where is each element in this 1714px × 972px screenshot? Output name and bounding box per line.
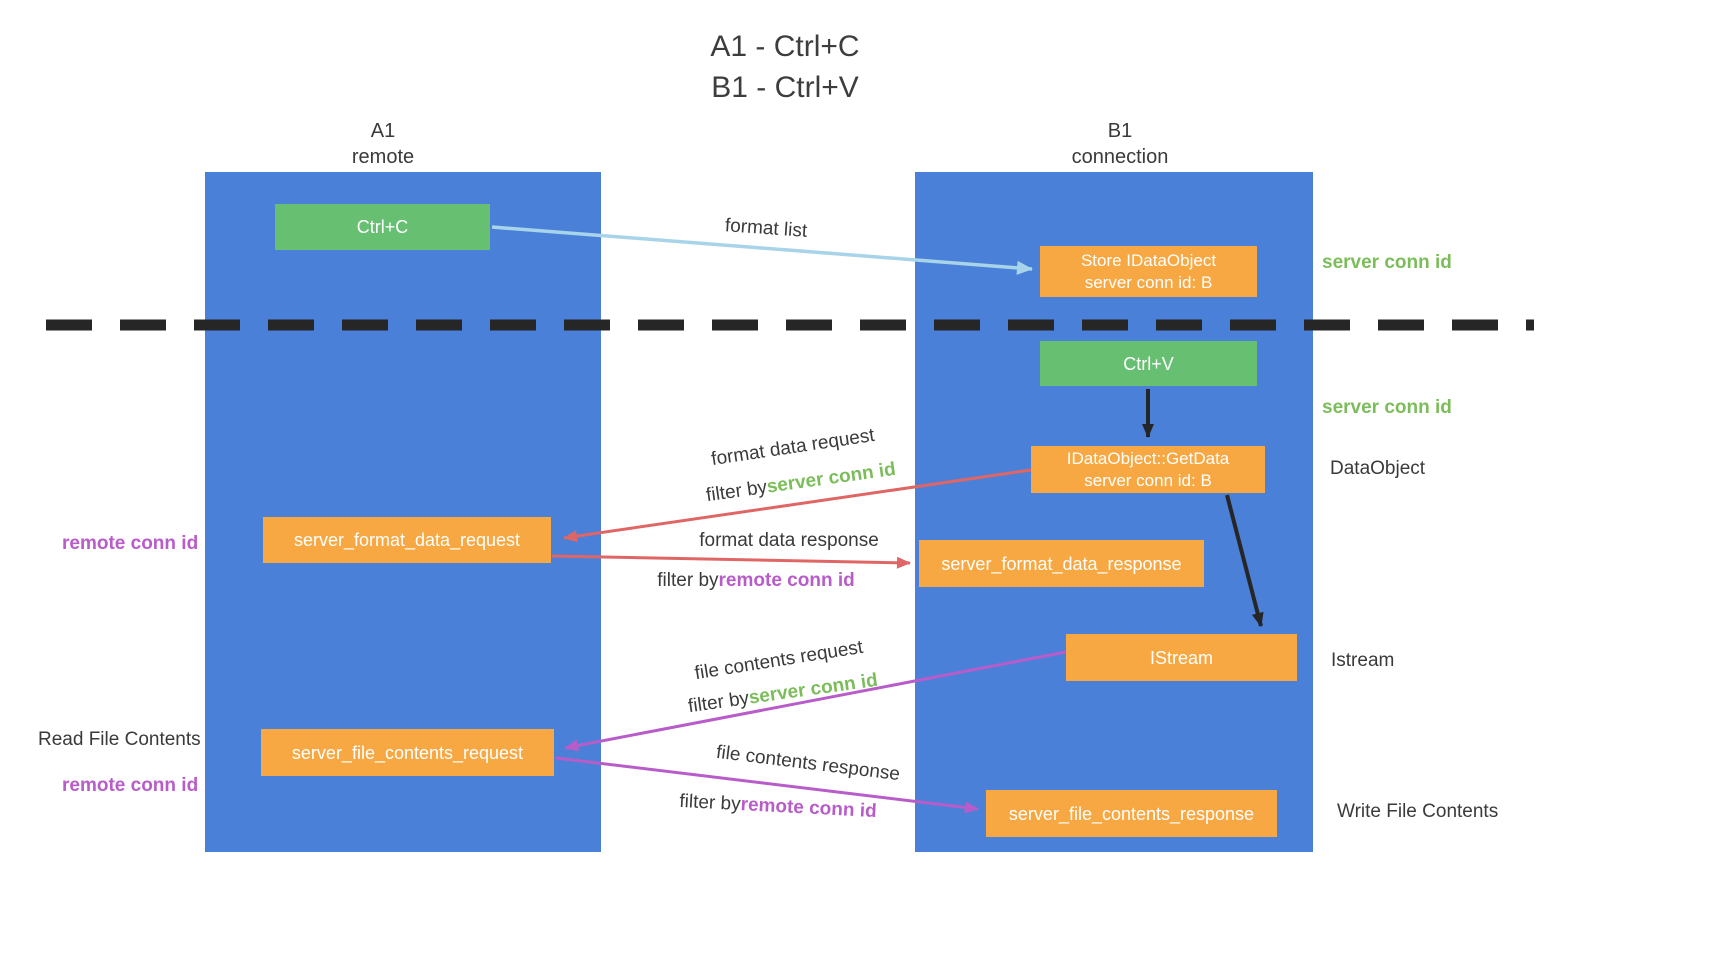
filter-by-text-4: filter by [678,790,742,816]
server-conn-id-text-1: server conn id [765,458,898,498]
remote-conn-id-text-2: remote conn id [740,794,878,823]
node-idataobject-getdata: IDataObject::GetData server conn id: B [1031,446,1265,493]
node-istream: IStream [1066,634,1297,681]
node-server-file-contents-request: server_file_contents_request [261,729,554,776]
label-filter-by-remote-conn-id-1: filter byremote conn id [657,570,854,592]
node-store-idataobject-line1: Store IDataObject [1080,250,1217,270]
annotation-remote-conn-id-1: remote conn id [62,533,199,554]
lane-label-b1: B1 connection [1020,118,1220,170]
node-server-file-contents-request-label: server_file_contents_request [291,742,524,763]
annotation-remote-conn-id-2: remote conn id [62,775,199,796]
node-server-format-data-request-label: server_format_data_request [293,530,521,550]
node-ctrl-c-label: Ctrl+C [356,217,409,237]
filter-by-text-1: filter by [704,476,769,507]
title-line-2: B1 - Ctrl+V [711,71,859,104]
annotation-read-file-contents: Read File Contents [38,729,201,750]
node-server-file-contents-response: server_file_contents_response [986,790,1277,837]
lane-b1-name: B1 [1107,120,1133,142]
remote-conn-id-text-1: remote conn id [718,570,855,591]
node-server-format-data-response: server_format_data_response [919,540,1204,587]
lane-b1-sub: connection [1071,146,1169,168]
label-file-contents-response: file contents response [715,741,902,786]
annotation-istream: Istream [1331,650,1395,671]
node-getdata-line1: IDataObject::GetData [1066,448,1230,468]
node-store-idataobject-line2: server conn id: B [1084,272,1213,292]
node-server-format-data-response-label: server_format_data_response [941,553,1182,574]
annotation-write-file-contents: Write File Contents [1337,801,1499,822]
node-ctrl-c: Ctrl+C [275,204,490,250]
annotation-server-conn-id-2: server conn id [1322,397,1452,418]
diagram-title: A1 - Ctrl+C B1 - Ctrl+V [585,26,985,108]
server-conn-id-text-2: server conn id [747,669,880,709]
annotation-dataobject: DataObject [1330,458,1426,479]
node-ctrl-v-label: Ctrl+V [1123,353,1174,374]
node-istream-label: IStream [1149,647,1214,668]
filter-by-text-3: filter by [686,687,751,718]
title-line-1: A1 - Ctrl+C [710,30,860,63]
arrow-format-data-response [551,554,911,569]
annotation-server-conn-id-1: server conn id [1322,252,1452,273]
label-format-list: format list [724,215,808,242]
node-getdata-line2: server conn id: B [1084,470,1212,490]
node-server-file-contents-response-label: server_file_contents_response [1008,803,1255,824]
filter-by-text-2: filter by [657,570,719,591]
lane-a1-name: A1 [370,120,396,142]
lane-label-a1: A1 remote [283,118,483,170]
node-server-format-data-request: server_format_data_request [263,517,551,563]
node-ctrl-v: Ctrl+V [1040,341,1257,386]
label-filter-by-remote-conn-id-2: filter byremote conn id [679,791,877,823]
node-store-idataobject: Store IDataObject server conn id: B [1040,246,1257,297]
label-format-data-response: format data response [699,530,879,551]
lane-a1-sub: remote [351,146,415,168]
